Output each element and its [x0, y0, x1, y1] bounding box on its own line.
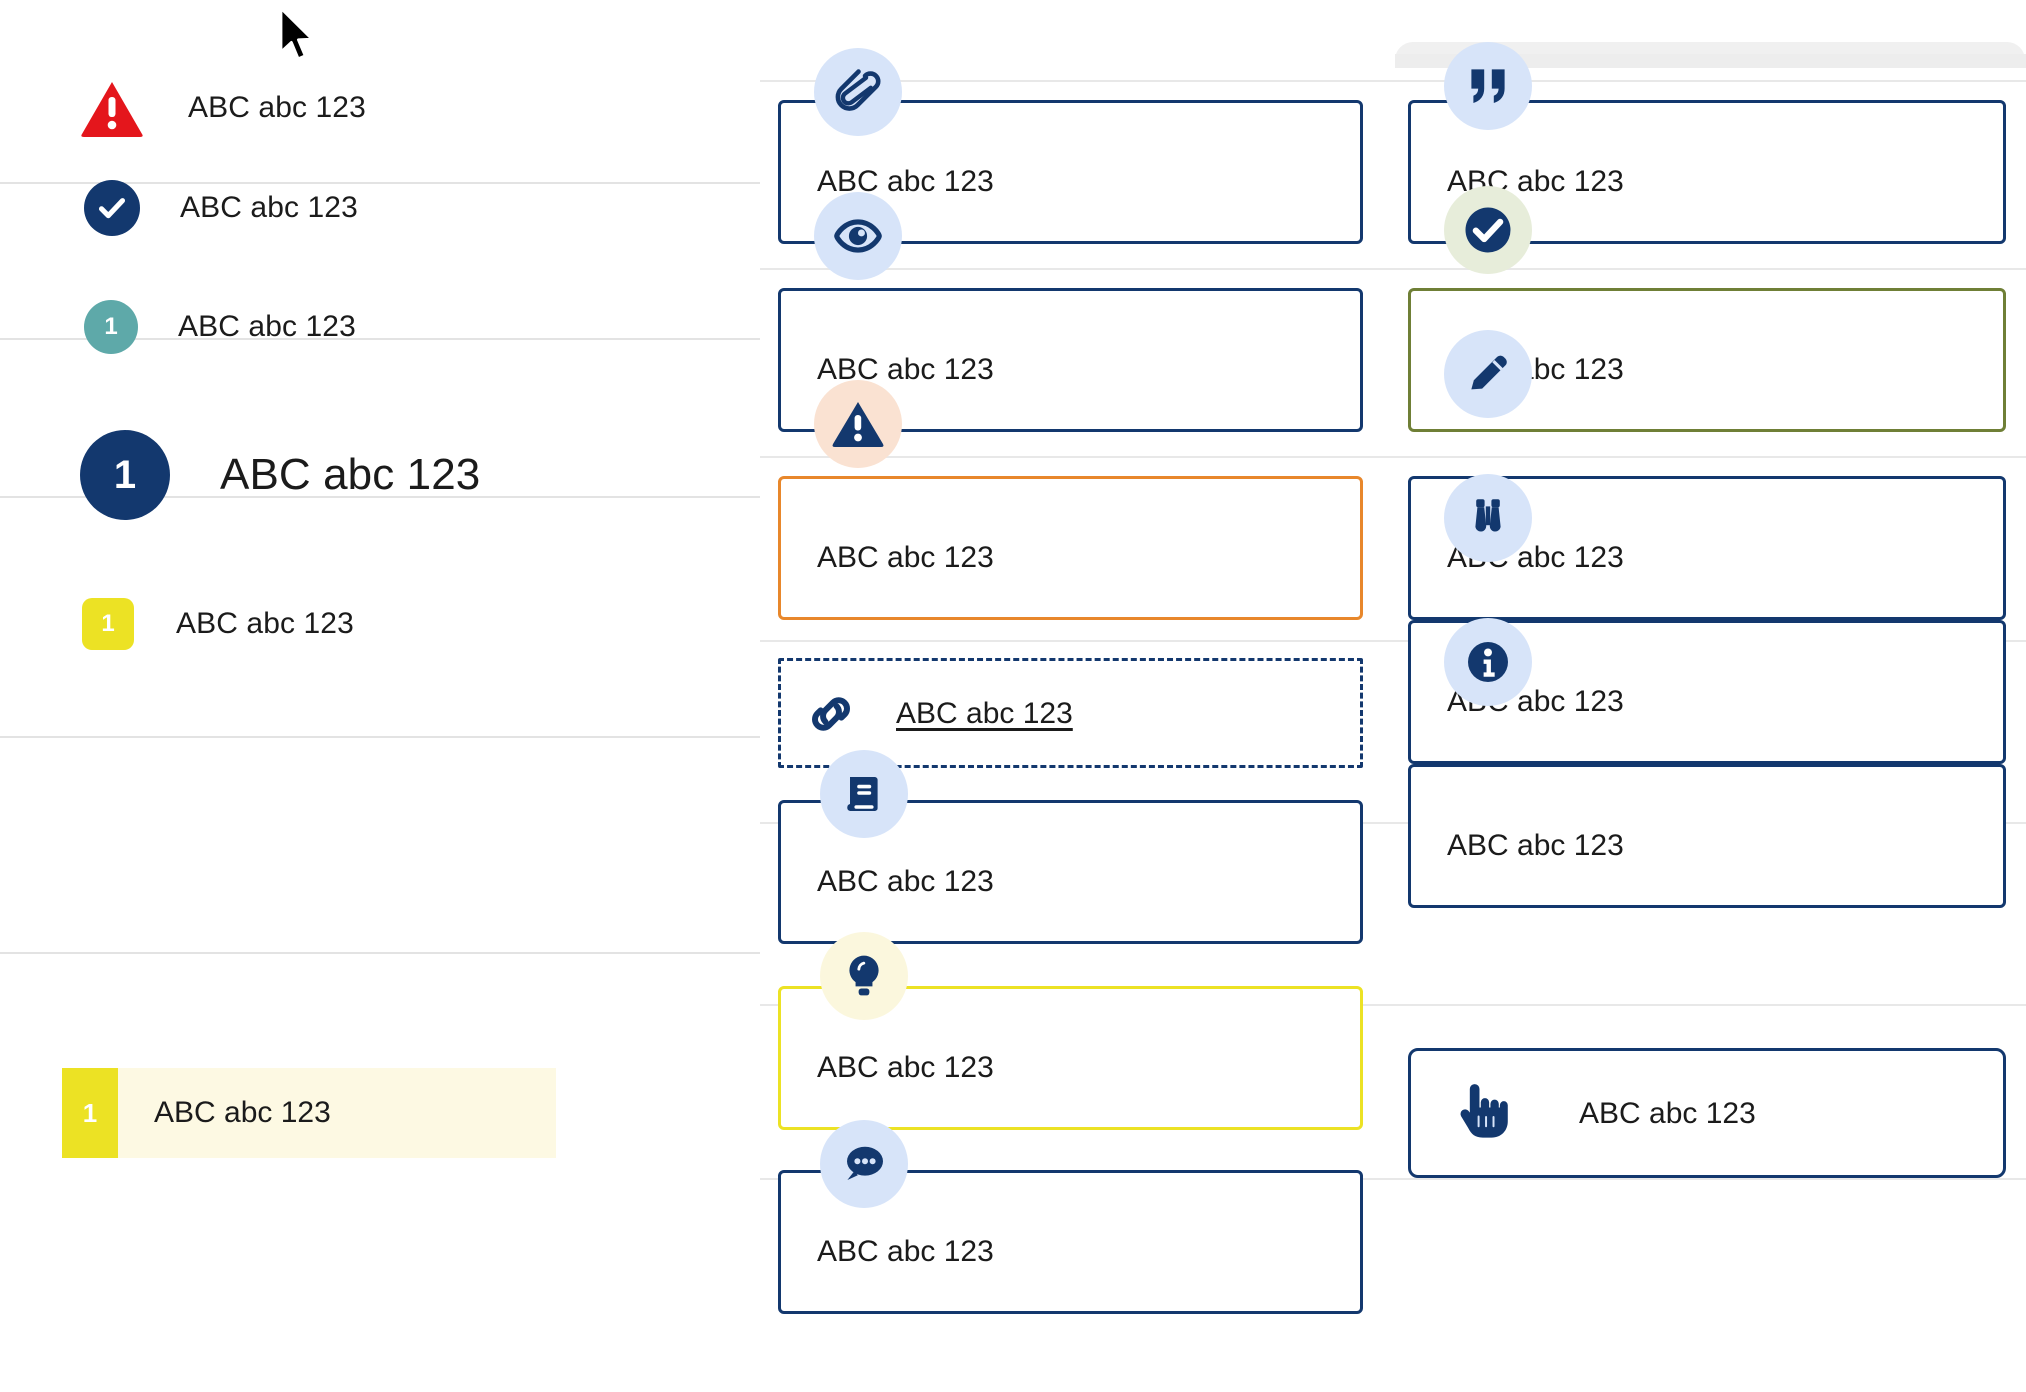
card-action[interactable]: ABC abc 123 [1408, 1048, 2006, 1178]
list-divider [0, 736, 760, 738]
book-icon [820, 750, 908, 838]
comment-bubble-icon [820, 1120, 908, 1208]
list-item-label-large: ABC abc 123 [220, 450, 481, 499]
list-divider [0, 952, 760, 954]
info-circle-icon [1444, 618, 1532, 706]
list-divider [0, 496, 760, 498]
number-badge-yellow: 1 [62, 1068, 118, 1158]
background-rule [760, 640, 2026, 642]
link-icon [800, 690, 862, 738]
number-badge-yellow: 1 [82, 598, 134, 650]
background-rule [760, 822, 2026, 824]
card-label: ABC abc 123 [1579, 1097, 1756, 1130]
card-label: ABC abc 123 [817, 1051, 994, 1084]
background-rule [760, 268, 2026, 270]
mouse-cursor [277, 6, 321, 71]
card-label: ABC abc 123 [817, 865, 994, 898]
card-label: ABC abc 123 [1447, 829, 1624, 862]
hand-pointer-icon [1448, 1078, 1518, 1148]
number-badge-navy-large: 1 [80, 430, 170, 520]
list-divider [0, 182, 760, 184]
background-rule [760, 80, 2026, 82]
paperclip-icon [814, 48, 902, 136]
list-divider [0, 338, 760, 340]
card-link[interactable] [778, 658, 1363, 768]
list-item-primary[interactable]: 1 ABC abc 123 [80, 430, 480, 520]
check-circle-icon [84, 180, 140, 236]
list-item-label: ABC abc 123 [154, 1096, 331, 1129]
card-warning[interactable]: ABC abc 123 [778, 476, 1363, 620]
left-list-panel: ABC abc 123 ABC abc 123 1 ABC abc 123 1 … [0, 0, 760, 1392]
warning-triangle-icon [80, 80, 144, 137]
number-badge-teal: 1 [84, 300, 138, 354]
list-item[interactable]: ABC abc 123 [80, 80, 366, 137]
background-rule [760, 1178, 2026, 1180]
background-rule [760, 1004, 2026, 1006]
binoculars-icon [1444, 474, 1532, 562]
list-item-label: ABC abc 123 [178, 310, 356, 343]
card-label: ABC abc 123 [817, 541, 994, 574]
card-label: ABC abc 123 [817, 1235, 994, 1268]
list-item-label: ABC abc 123 [180, 191, 358, 224]
background-rule [760, 456, 2026, 458]
pencil-icon [1444, 330, 1532, 418]
card-info[interactable]: ABC abc 123 [1408, 764, 2006, 908]
eye-icon [814, 192, 902, 280]
list-item[interactable]: 1 ABC abc 123 [82, 598, 354, 650]
list-item[interactable]: 1 ABC abc 123 [84, 300, 356, 354]
check-circle-icon [1444, 186, 1532, 274]
card-link-label[interactable]: ABC abc 123 [896, 697, 1073, 730]
lightbulb-icon [820, 932, 908, 1020]
warning-triangle-icon [814, 380, 902, 468]
panel-header-band-shadow [1395, 54, 2026, 68]
list-item-label: ABC abc 123 [176, 607, 354, 640]
quote-icon [1444, 42, 1532, 130]
list-item[interactable]: ABC abc 123 [84, 180, 358, 236]
list-item-label: ABC abc 123 [188, 91, 366, 124]
list-item-selected[interactable]: 1 ABC abc 123 [62, 1068, 556, 1158]
